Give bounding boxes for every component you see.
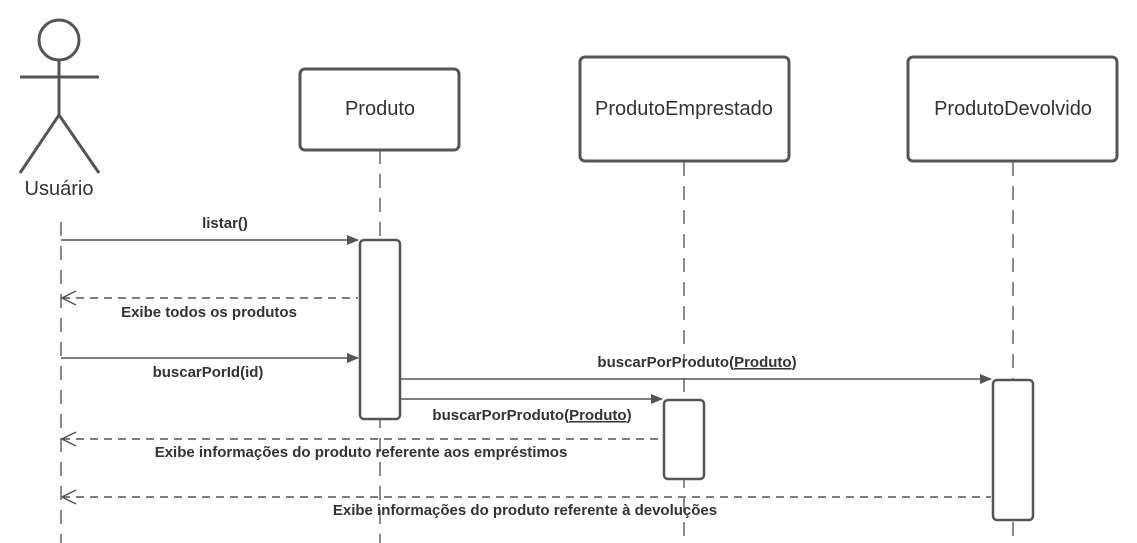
label-buscar-devolvido: buscarPorProduto(Produto)	[597, 354, 796, 371]
label-buscar-por-id: buscarPorId(id)	[153, 364, 264, 381]
activation-produto-emprestado	[662, 398, 706, 481]
label-exibe-devolucoes: Exibe informações do produto referente à…	[333, 502, 717, 519]
participant-produto-emprestado-label: ProdutoEmprestado	[595, 98, 773, 120]
activation-produto	[358, 238, 402, 421]
participant-produto-emprestado	[578, 55, 791, 163]
participant-produto-devolvido	[906, 55, 1119, 163]
actor-usuario	[18, 18, 101, 174]
label-buscar-emprestado: buscarPorProduto(Produto)	[432, 407, 631, 424]
label-listar: listar()	[202, 215, 248, 232]
activation-produto-devolvido	[991, 378, 1035, 522]
participant-produto-devolvido-label: ProdutoDevolvido	[934, 98, 1092, 120]
label-exibe-emprestimos: Exibe informações do produto referente a…	[155, 444, 568, 461]
label-exibe-todos: Exibe todos os produtos	[121, 304, 297, 321]
participant-produto-label: Produto	[345, 98, 415, 120]
participant-produto	[298, 67, 461, 152]
actor-label: Usuário	[25, 178, 94, 200]
